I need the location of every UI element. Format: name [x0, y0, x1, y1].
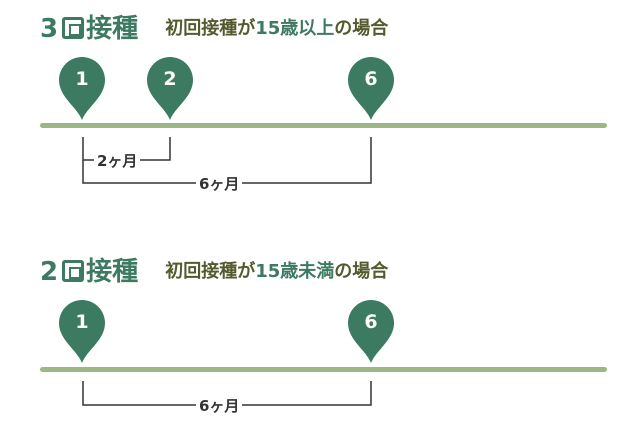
timeline-bar [40, 123, 607, 128]
subtitle-prefix: 初回接種が [165, 18, 256, 39]
pin-label: 1 [75, 311, 89, 333]
age-condition: 15歳未満 [255, 261, 335, 282]
condition-subtitle: 初回接種が15歳以上の場合 [165, 14, 388, 40]
dose-pin-1: 1 [57, 298, 107, 364]
dose-pin-3: 6 [346, 55, 396, 121]
dose-count: 2 [40, 257, 61, 287]
map-pin-icon [348, 57, 394, 120]
interval-label-short: 2ヶ月 [94, 150, 141, 171]
interval-brackets [82, 381, 372, 406]
interval-label-long: 6ヶ月 [196, 173, 243, 194]
subtitle-suffix: の場合 [334, 18, 389, 39]
map-pin-icon [59, 57, 105, 120]
subtitle-prefix: 初回接種が [165, 261, 256, 282]
interval-brackets [82, 137, 372, 184]
pin-label: 1 [75, 68, 89, 90]
section-heading: 2 接種 初回接種が15歳未満の場合 [40, 251, 388, 287]
condition-subtitle: 初回接種が15歳未満の場合 [165, 257, 388, 283]
subtitle-suffix: の場合 [334, 261, 389, 282]
dose-title: 接種 [86, 14, 139, 44]
dose-title: 接種 [86, 257, 139, 287]
pin-label: 2 [163, 68, 177, 90]
dose-pin-1: 1 [57, 55, 107, 121]
dose-pin-2: 6 [346, 298, 396, 364]
dose-pin-2: 2 [145, 55, 195, 121]
timeline-bar [40, 367, 607, 372]
dose-count: 3 [40, 14, 61, 44]
kai-box-icon [62, 17, 85, 39]
pin-label: 6 [364, 68, 378, 90]
pin-label: 6 [364, 311, 378, 333]
age-condition: 15歳以上 [255, 18, 335, 39]
map-pin-icon [147, 57, 193, 120]
schedule-2-doses: 2 接種 初回接種が15歳未満の場合 1 6 6ヶ月 [0, 245, 640, 427]
map-pin-icon [59, 300, 105, 363]
schedule-3-doses: 3 接種 初回接種が15歳以上の場合 1 2 6 2ヶ月 6ヶ月 [0, 0, 640, 210]
kai-box-icon [62, 260, 85, 282]
section-heading: 3 接種 初回接種が15歳以上の場合 [40, 8, 388, 44]
interval-label-long: 6ヶ月 [196, 395, 243, 416]
map-pin-icon [348, 300, 394, 363]
